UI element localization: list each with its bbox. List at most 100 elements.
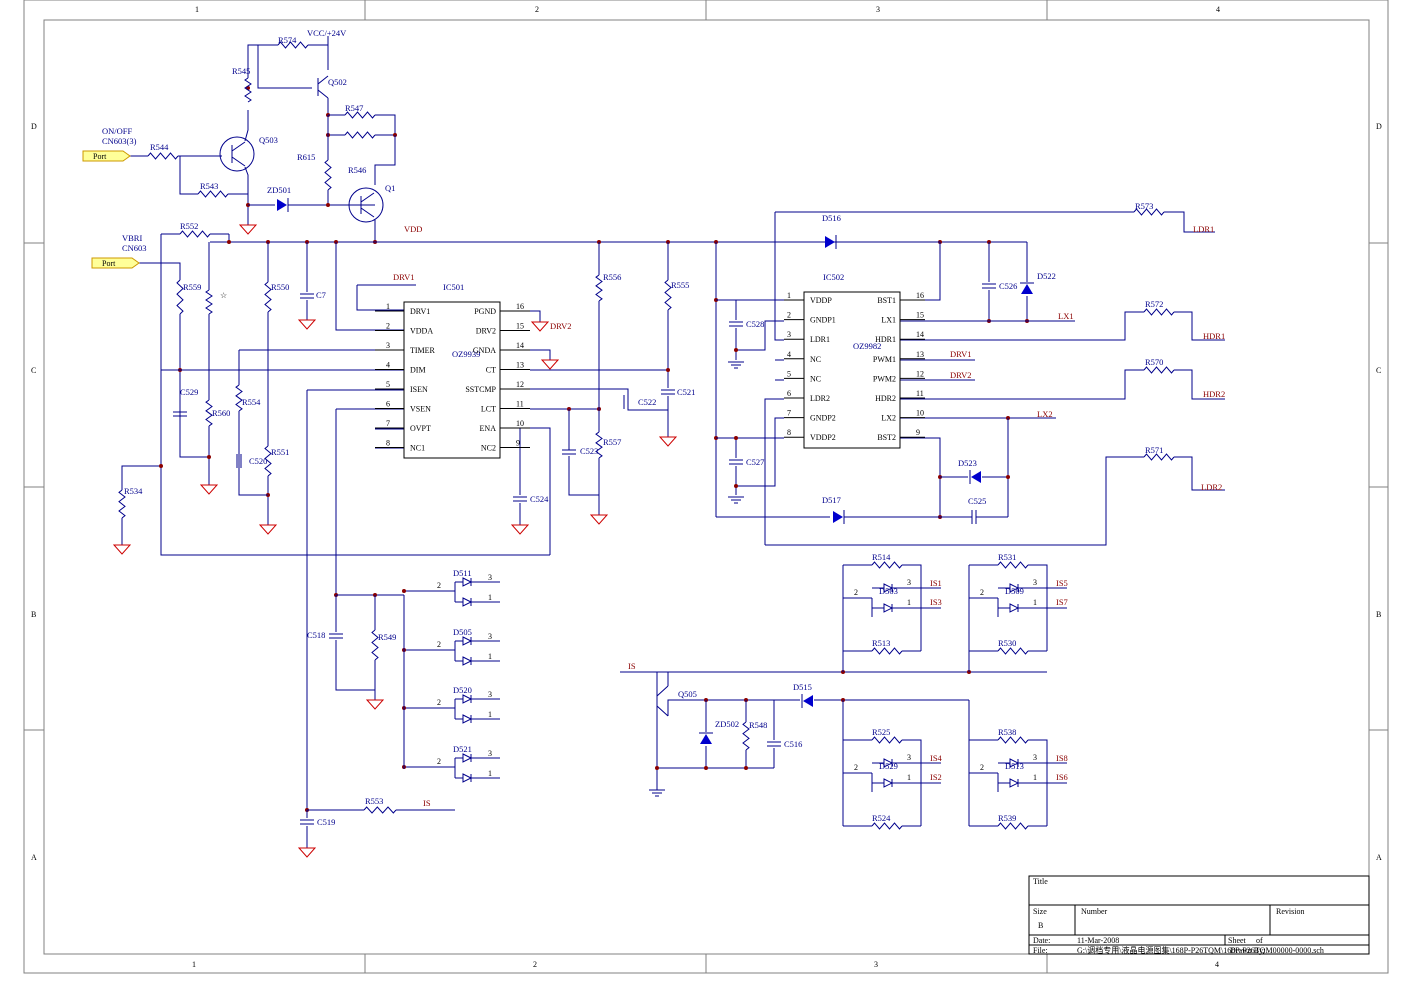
ref-c529: C529 xyxy=(180,387,198,397)
revision-label: Revision xyxy=(1276,907,1304,916)
ref-r554: R554 xyxy=(242,397,261,407)
pin-num: 1 xyxy=(488,769,492,778)
title-block: Title Size B Number Revision Date: 11-Ma… xyxy=(1028,875,1370,955)
row-label-left: C xyxy=(31,366,36,375)
ic502-pin-num: 5 xyxy=(787,369,791,378)
ic501-pin-num: 16 xyxy=(516,302,524,311)
col-label-top: 2 xyxy=(535,5,539,14)
ground-symbol xyxy=(365,699,385,710)
vcc-net-label: VCC/+24V xyxy=(307,28,347,38)
wire xyxy=(530,310,541,322)
diode-is8 xyxy=(1009,778,1020,788)
resistor-r548 xyxy=(742,721,750,751)
wire xyxy=(736,417,784,487)
diode-is1 xyxy=(883,583,894,593)
ic501-pin-name: CT xyxy=(486,366,496,375)
ic501-body xyxy=(403,301,501,459)
ground-symbol xyxy=(258,524,278,535)
ref-c522: C522 xyxy=(638,397,656,407)
resistor-r570 xyxy=(1143,366,1175,374)
ic502-pin-num: 9 xyxy=(916,428,920,437)
lx1-net-label: LX1 xyxy=(1058,311,1074,321)
pin-num: 3 xyxy=(1033,753,1037,762)
transistor-q503 xyxy=(231,141,246,152)
resistor-r559 xyxy=(176,279,184,315)
resistor-is8-bot xyxy=(997,822,1029,830)
ic502-pin-name: NC xyxy=(810,355,821,364)
pin-num: 2 xyxy=(437,698,441,707)
junction-dot xyxy=(704,766,708,770)
ground-symbol xyxy=(510,524,530,535)
ic501-pin-num: 13 xyxy=(516,361,524,370)
pin-num: 3 xyxy=(488,749,492,758)
wire xyxy=(335,242,404,331)
ref-c7: C7 xyxy=(316,290,326,300)
junction-dot xyxy=(734,436,738,440)
is-out-label: IS7 xyxy=(1056,597,1068,607)
diode-is5 xyxy=(1009,603,1020,613)
wire xyxy=(736,320,784,351)
ref-is4-bot: R524 xyxy=(872,813,891,823)
ref-c519: C519 xyxy=(317,817,335,827)
ref-is4-top: R525 xyxy=(872,727,890,737)
ic502-body xyxy=(803,291,901,449)
resistor-r547 xyxy=(344,111,376,119)
wire xyxy=(1174,369,1225,400)
ref-c526: C526 xyxy=(999,281,1017,291)
resistor-is4-bot xyxy=(871,822,903,830)
resistor-r615 xyxy=(324,159,332,191)
wire xyxy=(238,457,268,496)
ref-c520: C520 xyxy=(249,456,267,466)
diode-d516 xyxy=(825,236,835,248)
ic502-pin-name: VDDP2 xyxy=(810,433,836,442)
ic501-pin-name: SSTCMP xyxy=(465,385,496,394)
wire xyxy=(765,456,1144,546)
pin-num: 1 xyxy=(488,593,492,602)
ic501-pin-num: 12 xyxy=(516,380,524,389)
vbri-net-label: VBRI xyxy=(122,233,142,243)
ic502-pin-name: LX1 xyxy=(881,316,896,325)
ref-c527: C527 xyxy=(746,457,764,467)
resistor-is1-bot xyxy=(871,647,903,655)
ic501-pin-name: DRV1 xyxy=(410,307,430,316)
col-label-bottom: 1 xyxy=(192,960,196,969)
ref-is4-diode: D529 xyxy=(879,761,898,771)
wire xyxy=(1164,211,1215,233)
ic501-pin-name: DIM xyxy=(410,366,426,375)
ref-r559: R559 xyxy=(183,282,201,292)
ref-r547: R547 xyxy=(345,103,363,113)
ic502-pin-num: 4 xyxy=(787,350,791,359)
ref-q1: Q1 xyxy=(385,183,395,193)
title-label: Title xyxy=(1033,877,1048,886)
ground-symbol xyxy=(238,224,258,235)
row-label-left: A xyxy=(31,853,37,862)
pin-num: 2 xyxy=(437,581,441,590)
ic501-pin-num: 5 xyxy=(386,380,390,389)
ref-is8-diode: D513 xyxy=(1005,761,1024,771)
ic502-pin-name: BST1 xyxy=(877,296,896,305)
ic501-pin-name: ISEN xyxy=(410,385,428,394)
diode-pair-3 xyxy=(462,773,473,783)
ref-diode-pair: D520 xyxy=(453,685,472,695)
wire xyxy=(335,640,375,691)
onoff-net-label: ON/OFF xyxy=(102,126,133,136)
ref-r571: R571 xyxy=(1145,445,1163,455)
ref-zd501: ZD501 xyxy=(267,185,291,195)
wire xyxy=(900,311,1144,341)
resistor-r544 xyxy=(147,152,179,160)
resistor-r553 xyxy=(363,806,397,814)
ref-d517: D517 xyxy=(822,495,841,505)
ref-is8-bot: R539 xyxy=(998,813,1016,823)
ic502-pin-name: GNDP1 xyxy=(810,316,836,325)
row-label-left: D xyxy=(31,122,37,131)
ground-symbol xyxy=(589,514,609,525)
ic501-pin-name: NC2 xyxy=(481,444,496,453)
diode-is4 xyxy=(883,758,894,768)
resistor-r556 xyxy=(595,274,603,302)
ic501-pin-name: PGND xyxy=(474,307,496,316)
ic501-pin-name: TIMER xyxy=(410,346,436,355)
ref-c528: C528 xyxy=(746,319,764,329)
resistor-r550 xyxy=(264,281,272,313)
